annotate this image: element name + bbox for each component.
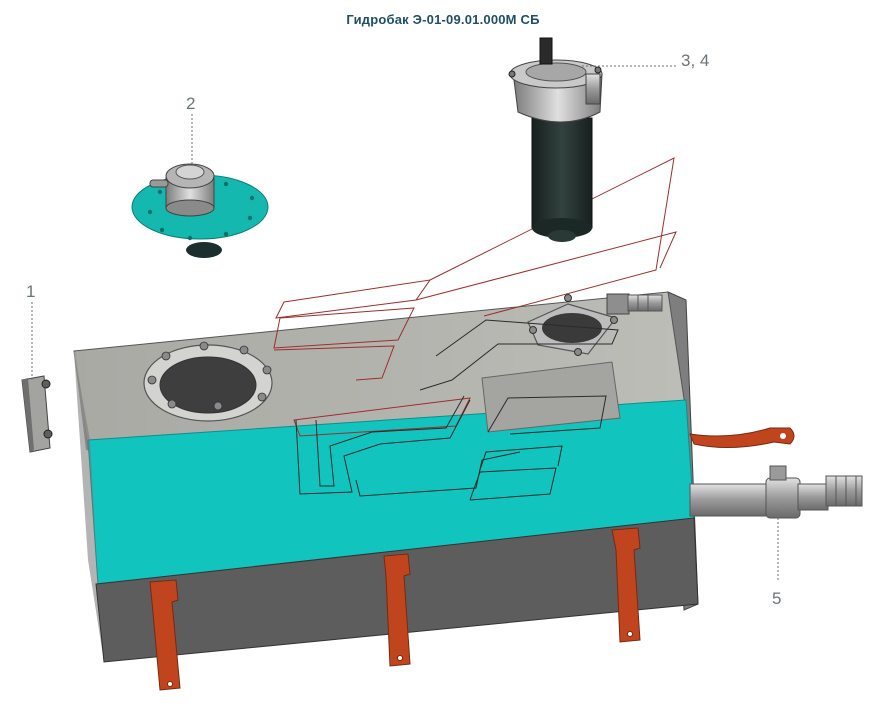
- internal-tubes: [295, 319, 619, 501]
- callout-leaders: [31, 65, 779, 582]
- filter-mount-flange: [527, 294, 618, 356]
- return-filter-icon: [508, 37, 603, 242]
- support-brackets: [149, 527, 641, 691]
- inspection-flange: [143, 341, 273, 422]
- bracket-left: [149, 579, 181, 691]
- bracket-right: [611, 527, 641, 643]
- clamp-part-icon: [21, 375, 53, 453]
- page-title: Гидробак Э-01-09.01.000М СБ: [346, 12, 540, 27]
- top-hose-fitting: [606, 293, 663, 315]
- callout-3-4: 3, 4: [681, 51, 709, 70]
- bracket-middle: [383, 553, 411, 667]
- breather-cap-icon: [131, 163, 269, 258]
- callout-1: 1: [26, 282, 35, 301]
- callout-2: 2: [186, 94, 195, 113]
- valve-handle: [689, 427, 795, 449]
- callout-5: 5: [772, 589, 781, 608]
- drain-valve-assembly: [689, 465, 863, 519]
